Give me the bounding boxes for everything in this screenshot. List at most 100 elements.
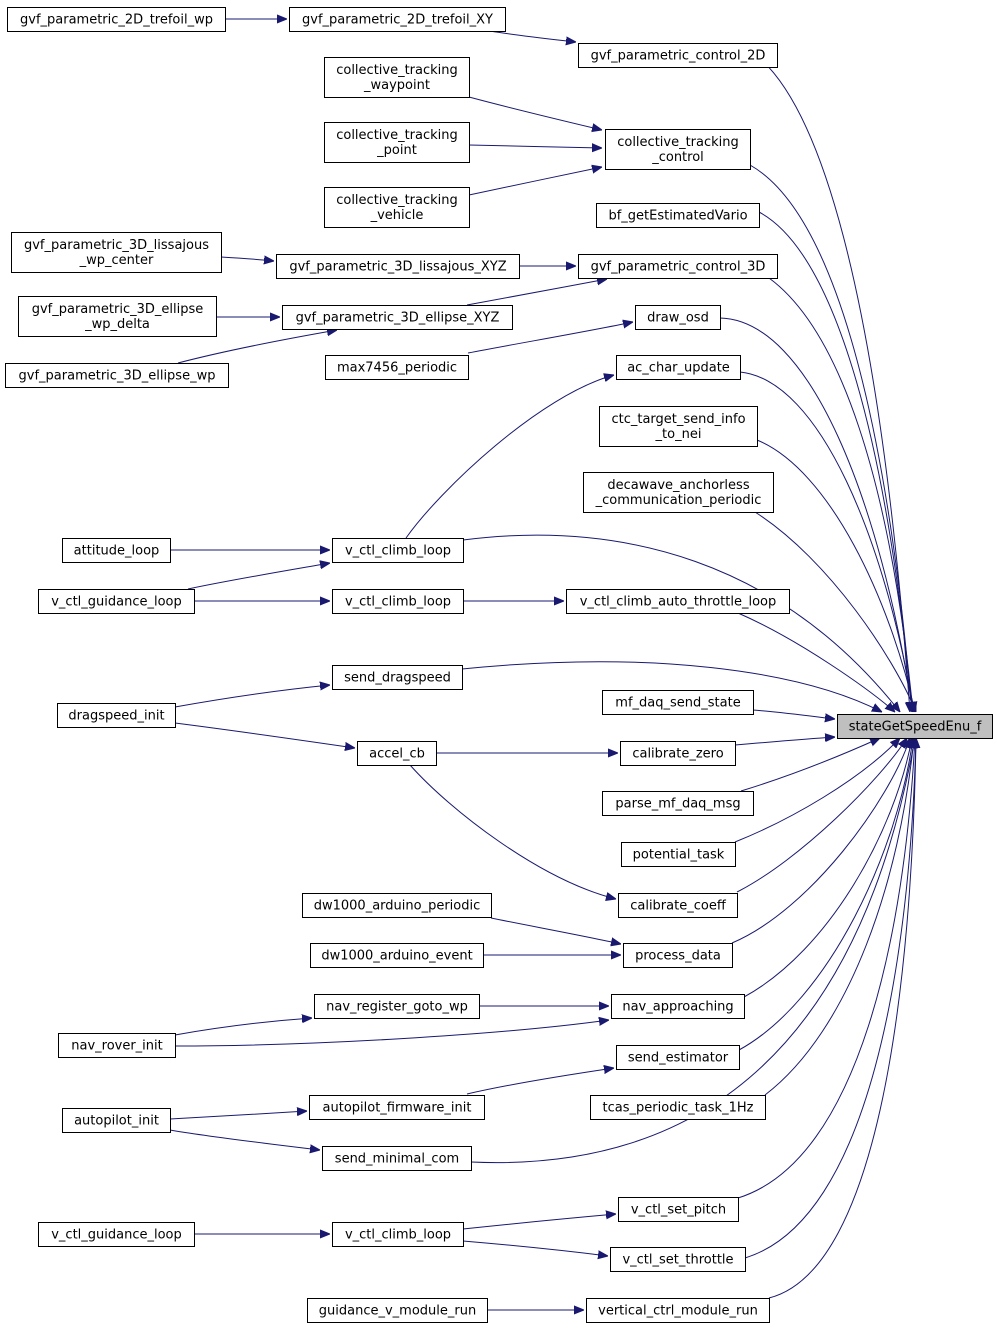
call-edge (758, 211, 912, 712)
node-label: ctc_target_send_info (611, 412, 745, 427)
caller-function-node[interactable]: v_ctl_set_throttle (610, 1247, 746, 1272)
node-label: v_ctl_guidance_loop (51, 1228, 182, 1243)
node-label: _to_nei (655, 427, 702, 442)
node-box (590, 1095, 766, 1120)
caller-function-node[interactable]: send_estimator (616, 1045, 740, 1070)
node-label: ac_char_update (627, 361, 730, 376)
node-box (620, 741, 736, 766)
call-edge (749, 164, 912, 712)
caller-function-node[interactable]: bf_getEstimatedVario (596, 203, 760, 228)
call-edge (177, 330, 337, 364)
call-edge (744, 738, 916, 1259)
target-function-node[interactable]: stateGetSpeedEnu_f (837, 714, 993, 739)
caller-function-node[interactable]: collective_tracking_point (324, 122, 470, 163)
caller-function-node[interactable]: collective_tracking_vehicle (324, 187, 470, 228)
node-label: gvf_parametric_control_3D (591, 260, 766, 275)
caller-function-node[interactable]: tcas_periodic_task_1Hz (590, 1095, 766, 1120)
caller-function-node[interactable]: v_ctl_climb_loop (332, 589, 464, 614)
caller-function-node[interactable]: vertical_ctrl_module_run (586, 1298, 770, 1323)
caller-function-node[interactable]: process_data (623, 943, 733, 968)
call-edge (489, 30, 576, 42)
caller-function-node[interactable]: gvf_parametric_control_2D (578, 43, 778, 68)
node-box (616, 1045, 740, 1070)
caller-function-node[interactable]: v_ctl_set_pitch (618, 1197, 739, 1222)
call-edge (740, 738, 880, 792)
call-edge (768, 738, 916, 1299)
node-label: _wp_delta (84, 317, 150, 332)
node-label: mf_daq_send_state (615, 696, 740, 711)
node-label: decawave_anchorless (607, 478, 749, 493)
node-box (38, 1222, 195, 1247)
caller-function-node[interactable]: gvf_parametric_3D_ellipse_XYZ (282, 305, 513, 330)
caller-function-node[interactable]: decawave_anchorless_communication_period… (583, 472, 774, 513)
caller-function-node[interactable]: send_dragspeed (332, 665, 463, 690)
caller-function-node[interactable]: gvf_parametric_2D_trefoil_XY (289, 7, 506, 32)
caller-function-node[interactable]: guidance_v_module_run (307, 1298, 488, 1323)
caller-function-node[interactable]: collective_tracking_waypoint (324, 57, 470, 98)
caller-function-node[interactable]: dw1000_arduino_periodic (302, 893, 492, 918)
node-label: gvf_parametric_2D_trefoil_XY (302, 13, 493, 28)
caller-function-node[interactable]: nav_rover_init (58, 1033, 176, 1058)
caller-function-node[interactable]: draw_osd (635, 305, 721, 330)
node-box (602, 690, 754, 715)
caller-function-node[interactable]: gvf_parametric_3D_lissajous_XYZ (276, 254, 520, 279)
caller-function-node[interactable]: v_ctl_guidance_loop (38, 1222, 195, 1247)
caller-function-node[interactable]: ctc_target_send_info_to_nei (599, 406, 758, 447)
caller-function-node[interactable]: parse_mf_daq_msg (602, 791, 754, 816)
caller-function-node[interactable]: v_ctl_climb_loop (332, 1222, 464, 1247)
call-edge (470, 738, 915, 1164)
caller-function-node[interactable]: ac_char_update (616, 355, 741, 380)
call-edge (739, 371, 914, 712)
node-label: gvf_parametric_3D_ellipse_XYZ (296, 311, 500, 326)
caller-function-node[interactable]: potential_task (621, 842, 736, 867)
node-label: _vehicle (370, 208, 424, 223)
caller-function-node[interactable]: gvf_parametric_3D_lissajous_wp_center (11, 232, 222, 273)
caller-function-node[interactable]: accel_cb (357, 741, 437, 766)
caller-function-node[interactable]: calibrate_zero (620, 741, 736, 766)
caller-function-node[interactable]: v_ctl_climb_auto_throttle_loop (566, 589, 790, 614)
node-box (325, 355, 469, 380)
caller-function-node[interactable]: gvf_parametric_control_3D (578, 254, 778, 279)
node-box (332, 1222, 464, 1247)
node-label: collective_tracking (617, 135, 739, 150)
caller-function-node[interactable]: v_ctl_guidance_loop (38, 589, 195, 614)
caller-function-node[interactable]: mf_daq_send_state (602, 690, 754, 715)
caller-function-node[interactable]: gvf_parametric_3D_ellipse_wp_delta (18, 296, 217, 337)
caller-function-node[interactable]: v_ctl_climb_loop (332, 538, 464, 563)
node-box (7, 7, 226, 32)
call-edge (490, 917, 621, 944)
caller-function-node[interactable]: send_minimal_com (322, 1146, 472, 1171)
caller-function-node[interactable]: dragspeed_init (57, 703, 176, 728)
node-box (586, 1298, 770, 1323)
node-box (57, 703, 176, 728)
node-label: gvf_parametric_3D_ellipse_wp (19, 369, 216, 384)
node-box (583, 472, 774, 513)
edges-layer (169, 19, 916, 1310)
node-box (578, 254, 778, 279)
node-box (618, 1197, 739, 1222)
node-box (599, 406, 758, 447)
node-label: v_ctl_set_throttle (622, 1253, 733, 1268)
caller-function-node[interactable]: collective_tracking_control (605, 129, 751, 170)
caller-function-node[interactable]: autopilot_init (62, 1108, 171, 1133)
node-box (309, 1095, 485, 1120)
node-label: _control (651, 150, 704, 165)
node-label: collective_tracking (336, 128, 458, 143)
caller-function-node[interactable]: autopilot_firmware_init (309, 1095, 485, 1120)
node-label: process_data (635, 949, 721, 964)
node-box (276, 254, 520, 279)
caller-function-node[interactable]: gvf_parametric_2D_trefoil_wp (7, 7, 226, 32)
call-edge (756, 439, 915, 712)
caller-function-node[interactable]: attitude_loop (62, 538, 171, 563)
node-label: guidance_v_module_run (319, 1304, 476, 1319)
node-label: gvf_parametric_2D_trefoil_wp (20, 13, 213, 28)
caller-function-node[interactable]: nav_approaching (611, 994, 745, 1019)
node-box (596, 203, 760, 228)
caller-function-node[interactable]: max7456_periodic (325, 355, 469, 380)
caller-function-node[interactable]: dw1000_arduino_event (310, 943, 484, 968)
node-box (566, 589, 790, 614)
caller-function-node[interactable]: gvf_parametric_3D_ellipse_wp (5, 363, 229, 388)
caller-function-node[interactable]: calibrate_coeff (618, 893, 738, 918)
caller-function-node[interactable]: nav_register_goto_wp (314, 994, 480, 1019)
call-edge (174, 1020, 609, 1047)
